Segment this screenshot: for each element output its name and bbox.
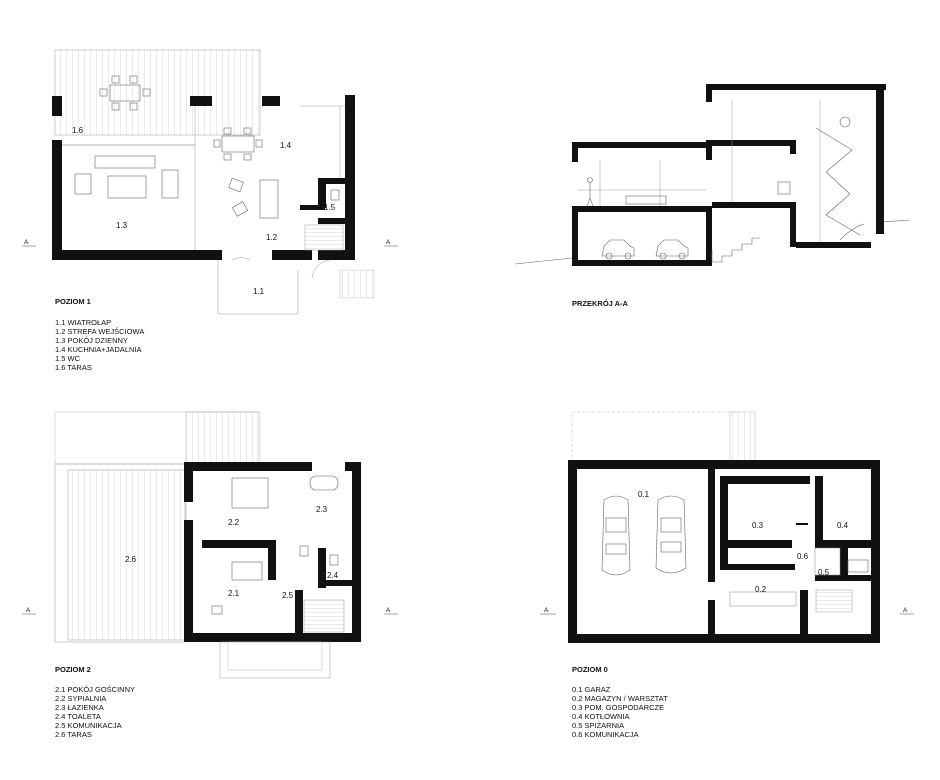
room-label-2-4: 2.4 — [327, 571, 339, 580]
bed-bedroom — [231, 477, 269, 509]
legend-2-6: 2.6 TARAS — [55, 730, 92, 739]
stairs-level-1 — [304, 224, 344, 251]
legend-1-3: 1.3 POKÓJ DZIENNY — [55, 336, 128, 345]
room-label-0-3: 0.3 — [752, 521, 764, 530]
room-label-1-4: 1.4 — [280, 141, 292, 150]
bed-guest — [231, 561, 263, 581]
section-title: PRZEKRÓJ A-A — [572, 299, 629, 308]
room-label-0-2: 0.2 — [755, 585, 767, 594]
room-label-2-1: 2.1 — [228, 589, 240, 598]
room-label-1-1: 1.1 — [253, 287, 265, 296]
section-marker-a-left: A — [24, 239, 29, 246]
room-label-0-6: 0.6 — [797, 552, 809, 561]
room-label-2-5: 2.5 — [282, 591, 294, 600]
terrace-hatch — [54, 49, 261, 136]
legend-1-4: 1.4 KUCHNIA+JADALNIA — [55, 345, 142, 354]
walls-level-0 — [568, 460, 880, 643]
stair-section — [711, 127, 865, 263]
plan-title-level-2: POZIOM 2 — [55, 665, 91, 674]
balcony-outline — [219, 641, 331, 679]
plan-level-1: A A 1.1 1.2 1.3 1.4 1.5 1.6 POZIOM 1 1.1… — [22, 49, 398, 372]
legend-1-1: 1.1 WIATROŁAP — [55, 318, 111, 327]
legend-2-1: 2.1 POKÓJ GOŚCINNY — [55, 685, 135, 694]
legend-2-3: 2.3 ŁAZIENKA — [55, 703, 104, 712]
terrace-2-6 — [67, 469, 187, 641]
legend-1-6: 1.6 TARAS — [55, 363, 92, 372]
stairs-level-2 — [303, 599, 345, 633]
legend-0-3: 0.3 POM. GOSPODARCZE — [572, 703, 664, 712]
legend-0-5: 0.5 SPIŻARNIA — [572, 721, 624, 730]
walls-level-1 — [52, 95, 355, 260]
legend-0-6: 0.6 KOMUNIKACJA — [572, 730, 639, 739]
room-label-0-1: 0.1 — [638, 490, 650, 499]
room-label-2-3: 2.3 — [316, 505, 328, 514]
section-a-a: PRZEKRÓJ A-A — [514, 84, 911, 308]
entrance-porch — [217, 257, 375, 315]
legend-0-1: 0.1 GARAŻ — [572, 685, 611, 694]
living-furniture — [74, 155, 179, 199]
stairs-level-0 — [815, 589, 853, 613]
section-marker-a-left-2: A — [26, 607, 31, 614]
person-figure — [586, 177, 594, 207]
legend-1-2: 1.2 STREFA WEJŚCIOWA — [55, 327, 144, 336]
plan-level-0: A A 0.1 0.2 0.3 0.4 0.5 0.6 POZIOM 0 0.1… — [540, 411, 914, 739]
legend-0-4: 0.4 KOTŁOWNIA — [572, 712, 630, 721]
legend-2-4: 2.4 TOALETA — [55, 712, 101, 721]
section-marker-a-left-0: A — [544, 607, 549, 614]
room-label-1-6: 1.6 — [72, 126, 84, 135]
section-marker-a-right-2: A — [386, 607, 391, 614]
plan-title-level-0: POZIOM 0 — [572, 665, 608, 674]
legend-2-5: 2.5 KOMUNIKACJA — [55, 721, 122, 730]
legend-2-2: 2.2 SYPIALNIA — [55, 694, 106, 703]
car-plan-right — [655, 495, 687, 574]
room-label-1-3: 1.3 — [116, 221, 128, 230]
plan-level-2: A A 2.1 2.2 2.3 2.4 2.5 2.6 POZIOM 2 2.1… — [22, 411, 398, 739]
bathtub — [309, 475, 339, 491]
room-label-1-2: 1.2 — [266, 233, 278, 242]
legend-0-2: 0.2 MAGAZYN / WARSZTAT — [572, 694, 668, 703]
car-section-right — [655, 239, 689, 260]
walls-level-2 — [184, 462, 361, 642]
legend-1-5: 1.5 WC — [55, 354, 81, 363]
car-plan-left — [601, 495, 631, 576]
plan-title-level-1: POZIOM 1 — [55, 297, 91, 306]
room-label-0-4: 0.4 — [837, 521, 849, 530]
room-label-1-5: 1.5 — [324, 203, 336, 212]
section-marker-a-right-0: A — [903, 607, 908, 614]
section-marker-a-right: A — [386, 239, 391, 246]
kitchen-furniture — [213, 127, 279, 219]
room-label-0-5: 0.5 — [818, 568, 830, 577]
car-section-left — [601, 239, 635, 260]
terrace-table — [99, 75, 151, 111]
room-label-2-6: 2.6 — [125, 555, 137, 564]
room-label-2-2: 2.2 — [228, 518, 240, 527]
